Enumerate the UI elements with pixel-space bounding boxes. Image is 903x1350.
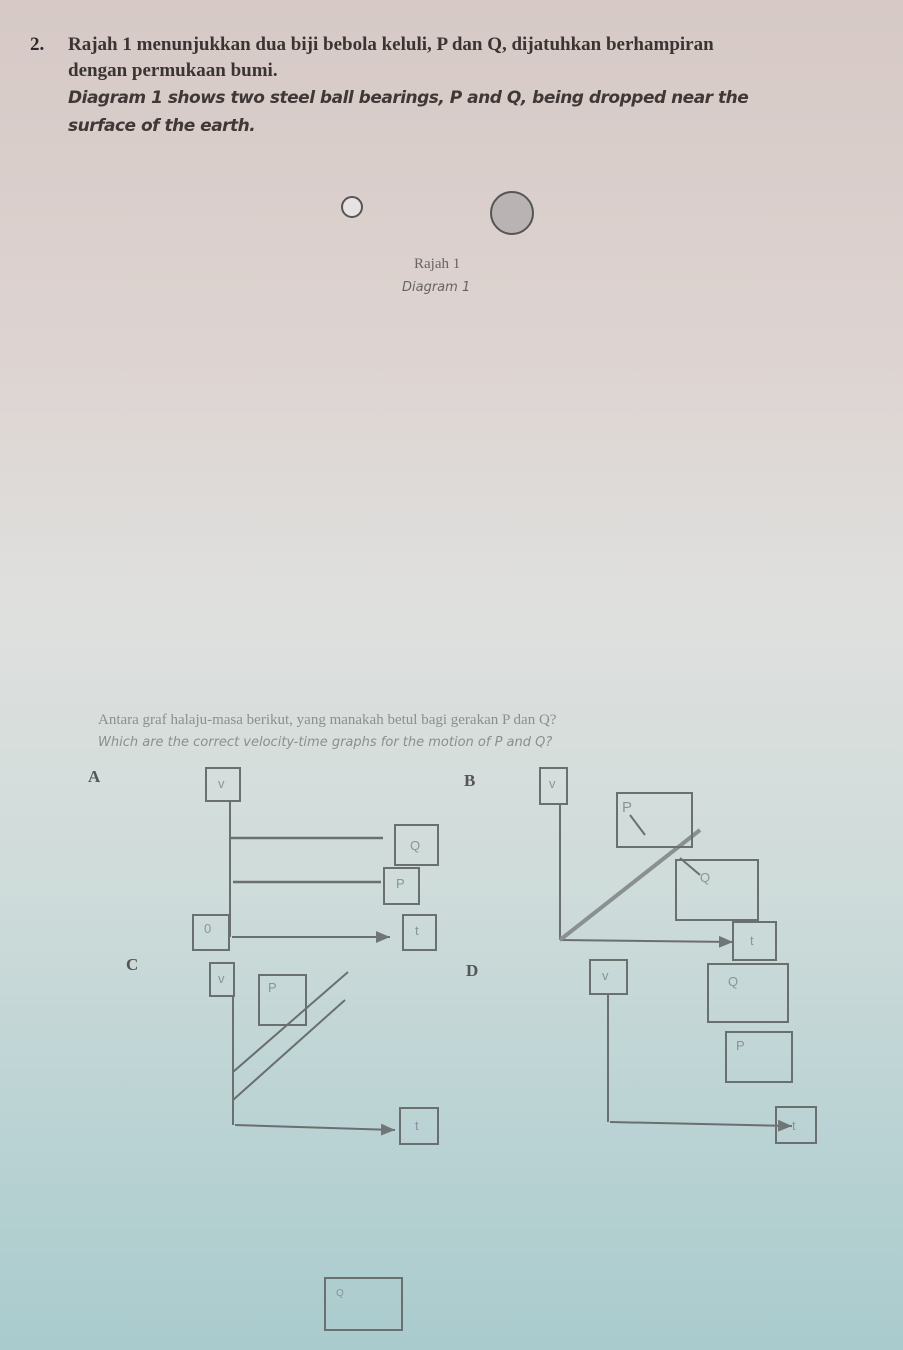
graph-a-t-box [402,914,437,951]
graph-c-t-axis [234,1123,396,1136]
graph-a-q-label: Q [410,838,420,853]
graph-d-q-box [707,963,789,1023]
graph-b-t-label: t [750,933,754,948]
question-malay-line2: dengan permukaan bumi. [68,60,278,81]
answer-box-label: Q [336,1288,344,1299]
graph-d [589,959,817,1144]
graph-d-q-label: Q [728,974,738,989]
graph-c-v-label: v [218,971,225,986]
diagram-caption-malay: Rajah 1 [414,256,461,272]
graph-d-t-box [775,1106,817,1144]
graph-c [209,962,439,1145]
graph-a [192,767,439,951]
graph-a-origin-box [192,914,230,951]
graph-b-t-box [732,921,777,961]
graph-d-t-label: t [792,1118,796,1133]
graph-a-v-label: v [218,776,225,791]
graph-b-p-label: P [622,799,632,816]
graph-c-t-label: t [415,1118,419,1133]
graph-b-p-pointer [629,814,646,836]
answer-box [324,1277,403,1331]
graph-b-q-label: Q [700,870,710,885]
graph-a-origin-label: 0 [204,921,211,936]
option-d-label: D [466,961,478,980]
question-english-line2: surface of the earth. [68,116,256,136]
ball-q [490,191,534,235]
graph-d-p-box [725,1031,793,1083]
prompt-english: Which are the correct velocity-time grap… [98,735,553,750]
question-malay-line1: Rajah 1 menunjukkan dua biji bebola kelu… [68,34,714,55]
graph-a-v-box [205,767,241,802]
graph-d-v-box [589,959,628,995]
graph-d-v-label: v [602,968,609,983]
question-number: 2. [30,34,45,55]
ball-p [341,196,363,218]
graph-b-p-box [616,792,693,848]
graph-b-line-pq [558,828,702,942]
graph-a-p-box [383,867,420,905]
graph-c-p-box [258,974,307,1026]
graph-a-p-label: P [396,876,405,891]
graph-c-line-1 [232,971,349,1073]
option-b-label: B [464,771,475,790]
graph-c-t-box [399,1107,439,1145]
graph-c-line-2 [232,999,346,1101]
graph-c-p-label: P [268,980,277,995]
graph-b-v-box [539,767,568,805]
graph-a-q-box [394,824,439,866]
diagram-caption-english: Diagram 1 [402,280,471,295]
graph-b-v-label: v [549,776,556,791]
graph-d-p-label: P [736,1038,745,1053]
graph-d-t-axis [609,1119,793,1132]
prompt-malay: Antara graf halaju-masa berikut, yang ma… [98,712,557,728]
graph-b [539,767,777,961]
question-english-line1: Diagram 1 shows two steel ball bearings,… [68,88,749,108]
graph-a-t-label: t [415,923,419,938]
graph-c-v-box [209,962,235,997]
option-a-label: A [88,767,101,786]
option-c-label: C [126,955,138,974]
graph-b-q-box [675,859,759,921]
graph-b-t-axis [559,935,734,948]
